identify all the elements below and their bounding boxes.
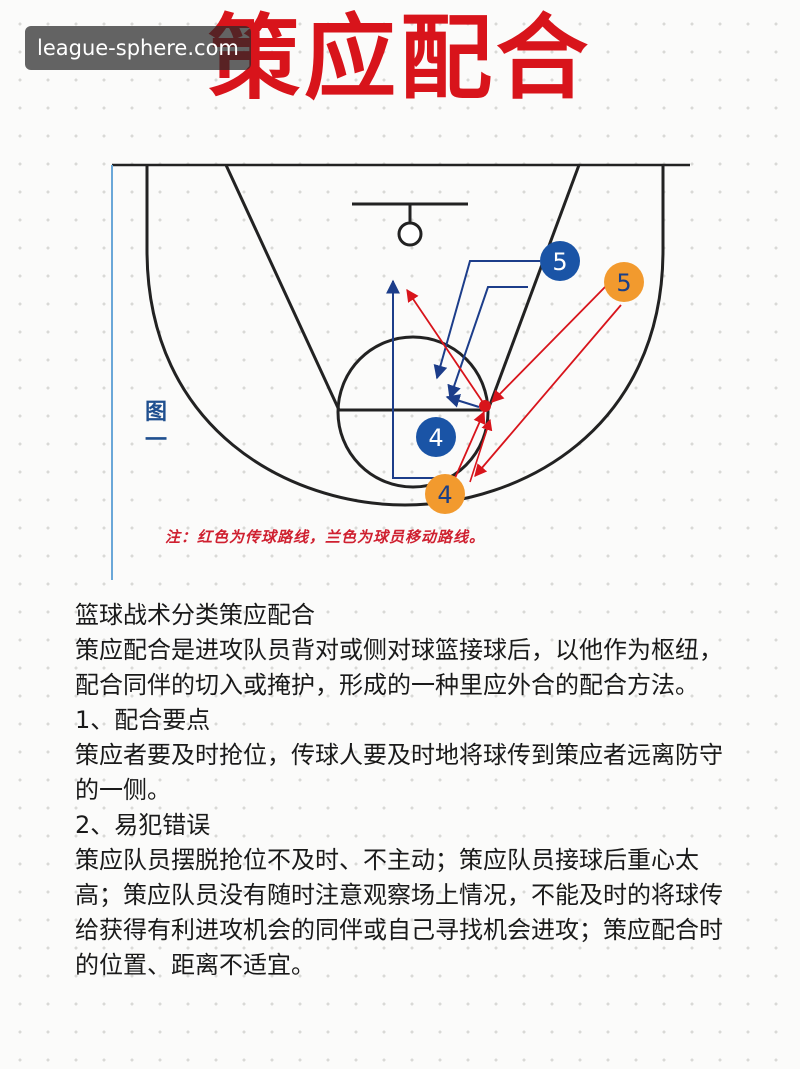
figure-label: 图一 [144,399,167,453]
article-intro: 策应配合是进攻队员背对或侧对球篮接球后，以他作为枢纽，配合同伴的切入或掩护，形成… [75,636,723,699]
section2-body: 策应队员摆脱抢位不及时、不主动；策应队员接球后重心太高；策应队员没有随时注意观察… [75,846,723,979]
player-5-blue-number: 5 [552,248,567,276]
blue-route-screen [447,286,528,400]
lane-left-line [224,164,341,411]
court-diagram: 5 5 4 4 [111,163,690,580]
basket-ring [397,221,423,247]
player-4-orange: 4 [425,474,465,514]
red-pass-3 [454,410,486,479]
article-body: 篮球战术分类策应配合 策应配合是进攻队员背对或侧对球篮接球后，以他作为枢纽，配合… [75,598,725,983]
section2-title: 2、易犯错误 [75,811,211,839]
player-5-orange: 5 [604,262,644,302]
post-point [479,400,491,412]
article-heading: 篮球战术分类策应配合 [75,601,315,629]
blue-route-4-cut [386,279,440,479]
red-pass-4 [474,304,622,477]
section1-body: 策应者要及时抢位，传球人要及时地将球传到策应者远离防守的一侧。 [75,741,723,804]
lane-right-line [486,164,581,411]
three-point-arc [145,165,665,507]
red-pass-1 [406,288,485,405]
blue-route-5-cut [433,260,540,380]
section1-title: 1、配合要点 [75,706,211,734]
page-title: 策应配合 [207,5,592,112]
blue-route-short [445,394,480,408]
player-5-blue: 5 [540,241,580,281]
red-pass-2 [491,284,608,403]
watermark-badge: league-sphere.com [25,26,251,70]
player-4-blue: 4 [416,417,456,457]
player-4-orange-number: 4 [437,481,452,509]
player-4-blue-number: 4 [428,424,443,452]
player-5-orange-number: 5 [616,269,631,297]
free-throw-circle [336,335,490,489]
figure-note: 注：红色为传球路线，兰色为球员移动路线。 [165,528,486,546]
red-pass-5 [469,418,493,483]
